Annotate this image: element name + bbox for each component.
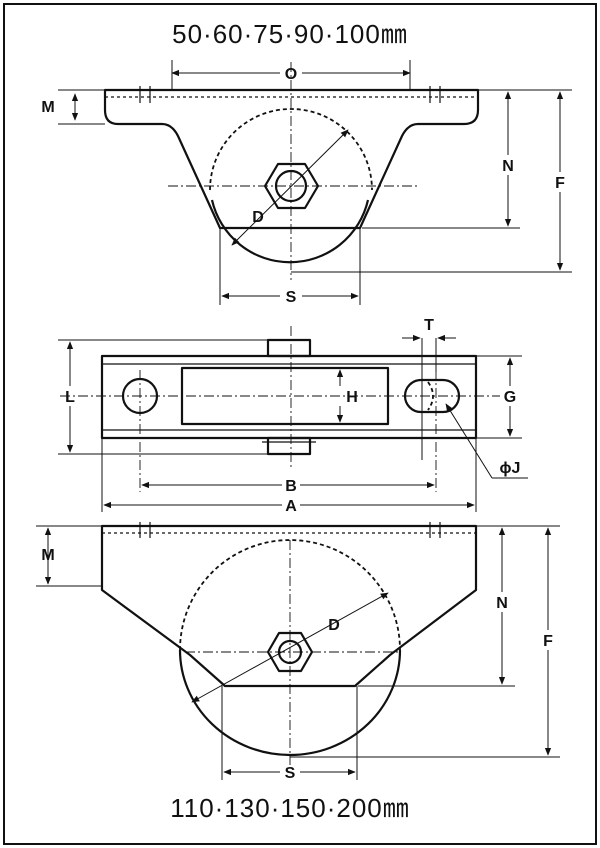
- plan-axle-bottom: [266, 436, 312, 456]
- top-size-title: 50·60·75·90·100㎜: [172, 19, 408, 49]
- plan-dim-t-label: T: [424, 317, 434, 334]
- plan-view: T L H G ϕJ B A: [58, 317, 528, 515]
- plan-dim-g-label: G: [504, 389, 516, 406]
- top-dim-f-label: F: [555, 175, 565, 192]
- bottom-size-title: 110·130·150·200㎜: [170, 793, 410, 823]
- border: [3, 3, 597, 845]
- plan-dim-h-label: H: [346, 389, 358, 406]
- top-dim-n-label: N: [502, 158, 514, 175]
- top-dim-o-label: O: [285, 66, 297, 83]
- top-dim-s-label: S: [286, 289, 297, 306]
- top-dim-d-label: D: [252, 209, 264, 226]
- bottom-dim-d-label: D: [328, 617, 340, 634]
- top-wheel-dashed: [209, 108, 373, 191]
- bottom-dim-f-label: F: [543, 633, 553, 650]
- plan-dim-phi-j-label: ϕJ: [500, 460, 521, 477]
- bottom-dim-s-label: S: [285, 765, 296, 782]
- plan-dim-b-label: B: [285, 478, 297, 495]
- bottom-dim-m-label: M: [41, 547, 54, 564]
- plan-dim-l-label: L: [65, 389, 75, 406]
- plan-dim-a-label: A: [285, 498, 297, 515]
- bottom-view: M N F D S: [36, 522, 560, 782]
- bottom-dim-n-label: N: [496, 595, 508, 612]
- top-view: O M N F D S: [41, 60, 572, 306]
- top-wheel-solid: [210, 199, 370, 264]
- plan-axle-top: [266, 338, 312, 358]
- top-dim-m-label: M: [41, 99, 54, 116]
- plan-right-slot: [403, 378, 461, 414]
